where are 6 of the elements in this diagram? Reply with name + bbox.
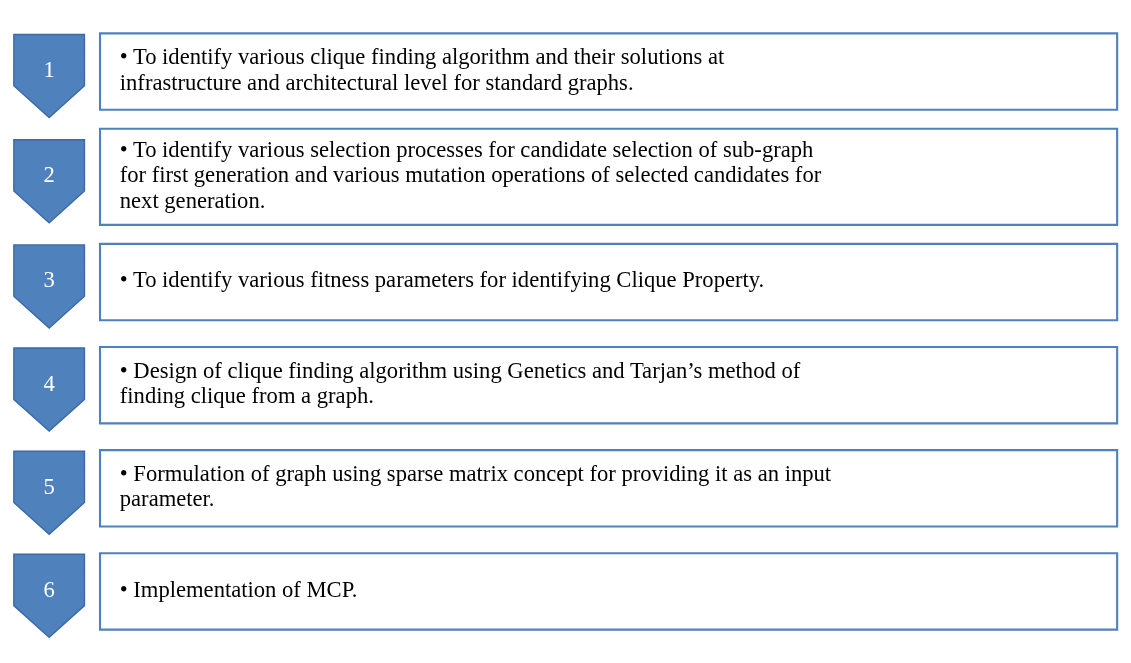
node-box: • To identify various fitness parameters for identifying Clique Property.	[98, 242, 1119, 322]
node-box: • To identify various clique finding algorithm and their solutions at infrastructure and architectural level for standard graphs.	[98, 32, 1119, 111]
node-box: • Formulation of graph using sparse matrix concept for providing it as an input parameter.	[98, 449, 1119, 528]
node-box: • Design of clique finding algorithm using Genetics and Tarjan’s method of finding clique from a graph.	[98, 346, 1119, 425]
node-box: • Implementation of MCP.	[98, 552, 1119, 631]
node-box: • To identify various selection processes for candidate selection of sub-graph for first generation and various mutation operations of selected candidates for next generation.	[98, 127, 1119, 226]
